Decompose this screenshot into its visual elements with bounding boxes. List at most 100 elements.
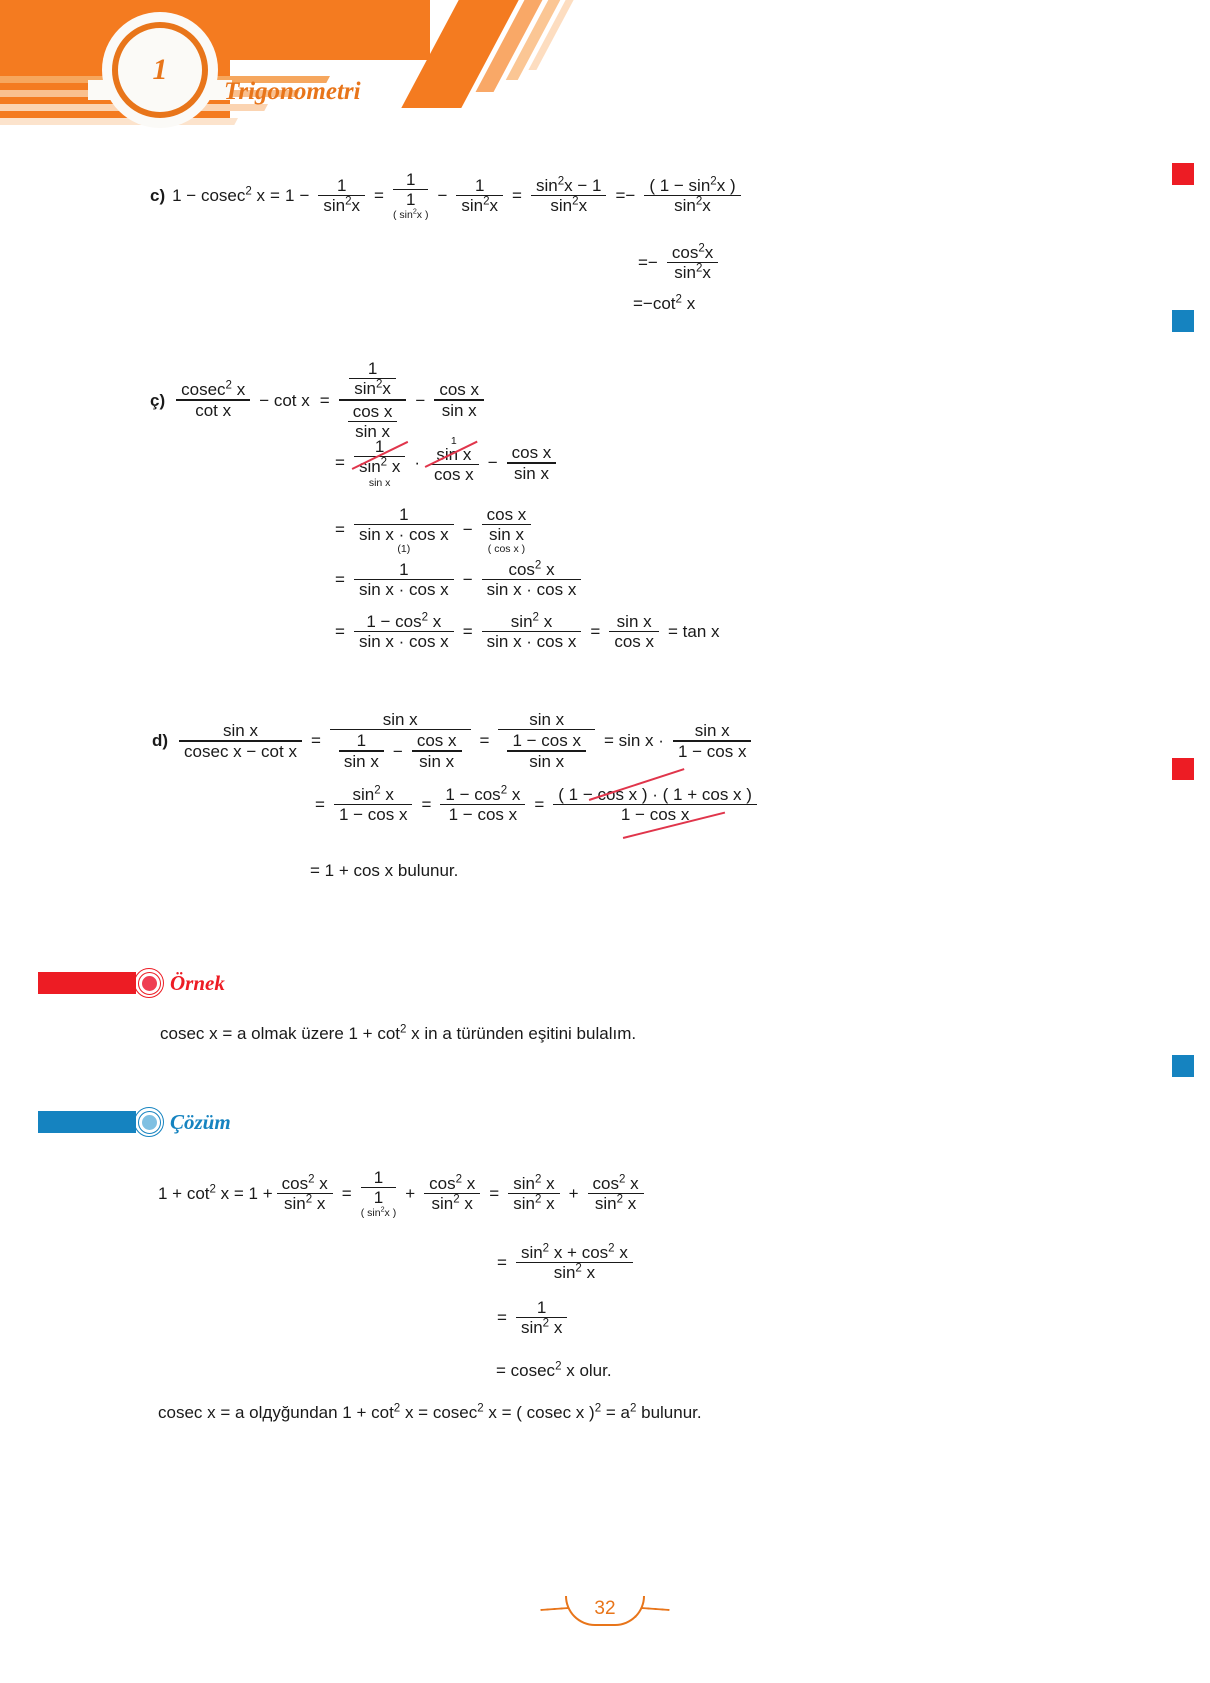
- part-c-frac-2: 1 1 ( sin2x ): [392, 170, 429, 222]
- fraction-bar: [644, 194, 741, 197]
- denominator: 1 − cos x sin x: [498, 730, 595, 771]
- numerator: cos2 x: [429, 1173, 476, 1193]
- part-c-minus-1: −: [299, 185, 310, 205]
- ornek-color-bar: [38, 972, 136, 994]
- inner-frac-c: 1 − cos x sin x: [507, 731, 586, 770]
- denominator: sin2x: [674, 262, 711, 283]
- part-d-l2-frac-3: ( 1 − cos x ) · ( 1 + cos x ) 1 − cos x: [553, 768, 757, 839]
- page-header: 1 Trigonometri: [0, 0, 1210, 150]
- cozum-l1-plus-2: +: [568, 1183, 579, 1203]
- part-d-l2-frac-1: sin2 x 1 − cos x: [333, 785, 413, 824]
- part-c-line3-text: =−cot2 x: [633, 293, 696, 313]
- fraction-bar: [360, 1187, 397, 1189]
- cozum-l1-start: 1 + cot2 x = 1 +: [158, 1183, 273, 1203]
- fraction-bar: [276, 1192, 333, 1195]
- numerator: cos2x: [671, 242, 714, 262]
- part-d-line-2: = sin2 x 1 − cos x = 1 − cos2 x 1 − cos …: [310, 768, 761, 839]
- denominator: 1: [405, 190, 416, 210]
- part-cc-l2-annot-above: 1: [450, 434, 457, 447]
- denominator: sin2 x: [553, 1262, 596, 1283]
- inner-frac-top: 1 sin2x: [349, 359, 396, 398]
- numerator: 1: [474, 175, 485, 195]
- numerator: 1: [356, 731, 367, 751]
- inner-frac-b: cos x sin x: [411, 731, 462, 770]
- chapter-number: 1: [152, 53, 168, 86]
- part-cc-frac-3: cos x sin x: [434, 380, 485, 420]
- denominator: sin2 x: [358, 456, 401, 477]
- part-cc-l2-annot-below: sin x: [368, 477, 391, 490]
- fraction-bar: [429, 464, 479, 466]
- part-cc-line-2: = 1 sin2 x sin x · 1 sin x cos x − cos x…: [330, 434, 560, 490]
- part-c-line2-frac: cos2x sin2x: [666, 242, 719, 283]
- part-cc-l5-eq-4: = tan x: [668, 622, 720, 642]
- ornek-section-header: Örnek: [38, 968, 225, 998]
- part-d-line-3: = 1 + cos x bulunur.: [310, 861, 459, 880]
- fraction-bar: [498, 729, 595, 731]
- page-number: 32: [594, 1598, 616, 1619]
- numerator: cos x: [511, 443, 552, 463]
- cozum-l1-frac-1: cos2 x sin2 x: [276, 1173, 333, 1213]
- numerator: cos2 x: [508, 559, 555, 579]
- denominator: cosec x − cot x: [184, 741, 297, 761]
- denominator: cos x: [434, 465, 474, 485]
- part-c-frac-1: 1 sin2x: [318, 176, 366, 215]
- fraction-bar: [553, 804, 757, 806]
- part-d-l2-eq-1: =: [315, 795, 325, 815]
- part-d-eq-1: =: [310, 731, 321, 751]
- chapter-circle-notch-left: [88, 80, 114, 100]
- part-cc-l2-dot: ·: [414, 453, 420, 473]
- part-c-frac-5: ( 1 − sin2x ) sin2x: [644, 175, 741, 215]
- denominator: sin x · cos x: [358, 580, 449, 600]
- cozum-line-5: cosec x = a olдуğundan 1 + cot2 x = cose…: [158, 1402, 702, 1422]
- denominator: sin x: [441, 400, 477, 420]
- inner-minus: −: [392, 741, 403, 761]
- cozum-l2-frac: sin2 x + cos2 x sin2 x: [515, 1243, 633, 1283]
- denominator: sin x: [343, 751, 379, 771]
- numerator: sin x: [529, 710, 565, 729]
- denominator: sin2 x: [431, 1193, 473, 1214]
- denominator: sin x: [488, 525, 524, 545]
- fraction-bar: [318, 194, 366, 197]
- part-c-line2-eq: =−: [638, 253, 658, 273]
- fraction-bar: [333, 804, 413, 806]
- cozum-l1-frac2-annot: ( sin2x ): [360, 1205, 397, 1220]
- part-cc-l3-eq: =: [335, 520, 345, 540]
- numerator: cos x: [416, 731, 457, 751]
- numerator: 1: [367, 359, 378, 378]
- part-c-line-1: c) 1 − cosec2 x = 1 − 1 sin2x = 1 1 ( si…: [150, 170, 745, 221]
- fraction-bar: [353, 579, 454, 581]
- part-cc-eq: =: [319, 390, 330, 410]
- part-d-eq-3: = sin x ·: [603, 731, 664, 751]
- part-cc-l2-frac-2: 1 sin x cos x: [424, 434, 479, 485]
- fraction-bar: [392, 189, 429, 191]
- numerator: sin2x − 1: [535, 175, 602, 195]
- numerator: sin x: [694, 721, 730, 741]
- denominator: 1 sin x − cos x sin x: [330, 730, 471, 771]
- denominator: cot x: [195, 400, 232, 420]
- fraction-bar: [434, 399, 485, 401]
- fraction-bar: [411, 750, 462, 752]
- part-cc-line-3: = 1 sin x · cos x (1) − cos x sin x ( co…: [330, 505, 535, 555]
- part-cc-l5-eq-2: =: [462, 622, 473, 642]
- numerator: 1: [405, 170, 416, 189]
- cozum-l2-eq: =: [497, 1253, 507, 1273]
- numerator: sin x: [436, 445, 472, 464]
- denominator: 1: [373, 1188, 384, 1208]
- part-c-frac-3: 1 sin2x: [456, 175, 504, 215]
- denominator: sin x: [355, 422, 391, 442]
- part-d-frac-2: sin x 1 sin x − cos x sin x: [329, 710, 471, 772]
- part-cc-l3-minus: −: [462, 520, 473, 540]
- ornek-label: Örnek: [170, 970, 225, 995]
- part-d-frac-3: sin x 1 − cos x sin x: [498, 710, 595, 772]
- part-d-l2-eq-3: =: [534, 795, 545, 815]
- fraction-bar: [338, 750, 384, 752]
- numerator: cos2 x: [592, 1173, 639, 1193]
- marker-red-1: [1172, 163, 1194, 185]
- fraction-bar: [481, 579, 582, 581]
- denominator: cos x: [614, 632, 654, 652]
- part-c-frac-2-annotation: ( sin2x ): [392, 207, 429, 222]
- fraction-bar: [506, 462, 557, 464]
- fraction-bar: [481, 524, 532, 526]
- inner-frac-bottom: cos x sin x: [347, 402, 398, 442]
- part-d-line-1: d) sin x cosec x − cot x = sin x 1 sin x…: [152, 710, 755, 772]
